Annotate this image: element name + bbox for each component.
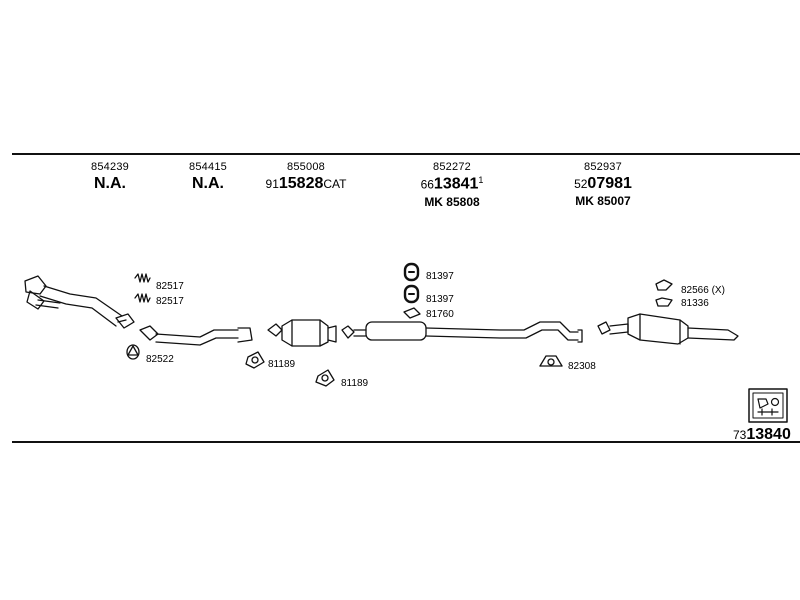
label-mount-82566: 82566 (X): [681, 285, 725, 296]
label-hanger-81397-b: 81397: [426, 294, 454, 305]
mount-icon: [655, 279, 673, 307]
part-reference: 5207981: [574, 175, 632, 192]
part-column-3: 855008 9115828CAT: [266, 161, 347, 193]
front-pipe-icon: [24, 275, 135, 329]
label-hanger-81397-a: 81397: [426, 271, 454, 282]
top-rule: [12, 153, 800, 155]
part-column-4: 852272 66138411 MK 85808: [421, 161, 484, 209]
label-spring-82517-a: 82517: [156, 281, 184, 292]
rear-muffler-icon: [597, 313, 739, 345]
part-reference: N.A.: [94, 175, 126, 192]
hanger-icon: [403, 262, 420, 304]
clamp-icon: [403, 307, 421, 319]
label-spring-82517-b: 82517: [156, 296, 184, 307]
gasket-icon: [126, 344, 140, 360]
kit-number: 7313840: [733, 426, 791, 443]
part-number: 854239: [91, 161, 129, 173]
part-number: 854415: [189, 161, 227, 173]
label-gasket-81189-b: 81189: [341, 378, 369, 389]
gasket-icon: [245, 351, 265, 369]
part-number: 852937: [584, 161, 622, 173]
label-gasket-81189-a: 81189: [268, 359, 296, 370]
spring-icon: [134, 273, 151, 303]
label-gasket-82522: 82522: [146, 354, 174, 365]
label-clamp-81760: 81760: [426, 309, 454, 320]
intermediate-pipe-icon: [139, 325, 253, 346]
part-reference: 9115828CAT: [265, 175, 347, 192]
part-column-1: 854239 N.A.: [91, 161, 129, 193]
part-column-5: 852937 5207981 MK 85007: [574, 161, 632, 208]
mounting-kit-number: MK 85007: [575, 194, 631, 208]
centre-muffler-icon: [341, 321, 583, 343]
label-mount-81336: 81336: [681, 298, 709, 309]
part-reference: N.A.: [192, 175, 224, 192]
clamp-icon: [539, 355, 563, 367]
bottom-rule: [12, 441, 800, 443]
label-clamp-82308: 82308: [568, 361, 596, 372]
part-number: 852272: [433, 161, 471, 173]
part-reference: 66138411: [420, 175, 484, 193]
part-number: 855008: [287, 161, 325, 173]
gasket-icon: [315, 369, 335, 387]
mounting-kit-number: MK 85808: [424, 194, 480, 209]
catalyst-icon: [267, 319, 337, 347]
part-column-2: 854415 N.A.: [189, 161, 227, 193]
mounting-kit-icon: [748, 388, 788, 423]
